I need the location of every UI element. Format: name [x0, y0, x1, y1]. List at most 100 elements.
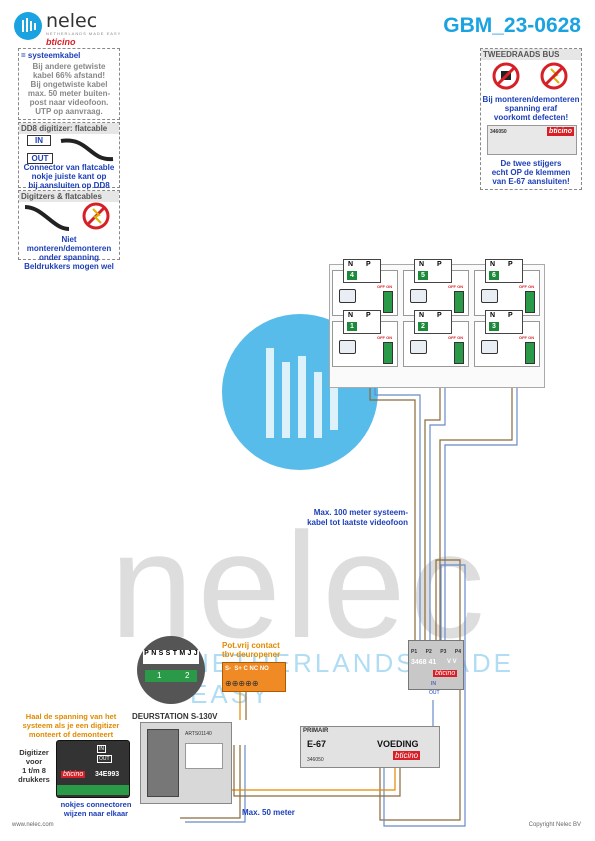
- digitizer-code: 34E993: [95, 771, 120, 778]
- unit-number: 4: [347, 271, 357, 280]
- terminal-block: [383, 291, 393, 313]
- flatcable-icon-2: [24, 205, 70, 231]
- digitizers-line-2: onder spanning: [39, 253, 99, 262]
- psu-voeding: VOEDING: [377, 739, 419, 749]
- splitter-port: P1: [411, 649, 418, 655]
- logo-mark: [14, 12, 42, 40]
- unit-number: 3: [489, 322, 499, 331]
- dd8-line-3: bij aansluiten op DD8: [28, 181, 110, 190]
- footer-left: www.nelec.com: [12, 822, 54, 828]
- switch-label: OFF ON: [448, 335, 464, 340]
- switch-label: OFF ON: [448, 284, 464, 289]
- np-label: N P 1: [343, 310, 381, 334]
- door-conn-1: 1: [157, 671, 162, 680]
- psu-code: 346050: [307, 757, 324, 763]
- door-station-label: DEURSTATION S-130V: [132, 712, 218, 721]
- doc-id: GBM_23-0628: [443, 14, 581, 37]
- warn-line-1: Haal de spanning van het: [25, 712, 117, 721]
- digitizer-brand: bticino: [61, 771, 86, 778]
- digitizer-in: IN: [97, 745, 106, 753]
- psu-primair: PRIMAIR: [303, 728, 329, 734]
- logo-tagline: NETHERLANDS MADE EASY: [46, 31, 122, 36]
- twowire-device-brand: bticino: [547, 127, 574, 136]
- twowire-line-1: Bij monteren/demonteren: [482, 95, 580, 104]
- system-cable-line-1: Bij andere getwiste: [32, 62, 106, 71]
- logo-brand: bticino: [46, 37, 76, 47]
- np-label: N P 6: [485, 259, 523, 283]
- unit-number: 1: [347, 322, 357, 331]
- warn-line-3: monteert of demonteert: [28, 730, 114, 739]
- terminal-block: [383, 342, 393, 364]
- twowire-box: TWEEDRAADS BUS Bij monteren/demonteren s…: [480, 48, 582, 190]
- system-cable-legend: = systeemkabel: [21, 51, 81, 60]
- p-label: P: [437, 312, 442, 319]
- system-cable-line-3: Bij ongetwiste kabel: [30, 80, 108, 89]
- door-terminal: T: [172, 650, 177, 657]
- digitizer-line-4: drukkers: [18, 775, 50, 784]
- p-label: P: [508, 261, 513, 268]
- psu-e67: E-67: [307, 739, 327, 749]
- dd8-out-label: OUT: [27, 153, 53, 164]
- logo-icon: [22, 18, 36, 32]
- dd8-box: DD8 digitizer: flatcable IN OUT Connecto…: [18, 122, 120, 190]
- door-terminal: S: [158, 650, 164, 657]
- switch-label: OFF ON: [519, 335, 535, 340]
- dd8-line-2: nokje juiste kant op: [31, 172, 107, 181]
- twowire-device-code: 346050: [490, 129, 507, 135]
- switch-label: OFF ON: [377, 335, 393, 340]
- p-label: P: [366, 261, 371, 268]
- logo-name: nelec: [46, 10, 98, 32]
- n-label: N: [490, 312, 496, 319]
- p-label: P: [508, 312, 513, 319]
- no-tool-icon: [82, 202, 110, 230]
- n-label: N: [490, 261, 496, 268]
- unit-number: 2: [418, 322, 428, 331]
- splitter-brand: bticino: [433, 670, 458, 677]
- digitizer-line-1: Digitizer: [19, 748, 49, 757]
- n-label: N: [419, 312, 425, 319]
- system-cable-line-4: max. 50 meter buiten-: [27, 89, 111, 98]
- digitizer-out: OUT: [97, 755, 112, 763]
- digitizers-line-1: Niet monteren/demonteren: [26, 235, 112, 253]
- splitter-out: OUT: [429, 690, 440, 696]
- digitizer-line-3: 1 t/m 8: [22, 766, 46, 775]
- twowire-line-6: van E-67 aansluiten!: [492, 177, 570, 186]
- max100-line-1: Max. 100 meter systeem-: [313, 508, 408, 517]
- dd8-title: DD8 digitizer: flatcable: [19, 123, 119, 134]
- nokjes-label: nokjes connectoren wijzen naar elkaar: [56, 800, 136, 818]
- terminal-block: [525, 342, 535, 364]
- no-tool-icon-2: [540, 62, 568, 90]
- door-terminal: P: [144, 650, 149, 657]
- twowire-line-4: De twee stijgers: [500, 159, 562, 168]
- monitor-icon: [339, 289, 356, 303]
- system-cable-line-2: kabel 66% afstand!: [32, 71, 106, 80]
- door-terminal: S: [165, 650, 171, 657]
- door-terminal: J: [187, 650, 192, 657]
- max100-line-2: kabel tot laatste videofoon: [307, 518, 408, 527]
- splitter-code: 3468 41: [411, 659, 437, 666]
- warn-digitizer: Haal de spanning van het systeem als je …: [10, 712, 132, 739]
- p-label: P: [366, 312, 371, 319]
- terminal-block: [454, 342, 464, 364]
- n-label: N: [348, 312, 354, 319]
- nokjes-line-1: nokjes connectoren: [60, 800, 132, 809]
- splitter-port: P4: [454, 649, 461, 655]
- unit-number: 6: [489, 271, 499, 280]
- system-cable-line-5: post naar videofoon.: [29, 98, 109, 107]
- no-plug-icon: [492, 62, 520, 90]
- twowire-line-2: spanning eraf: [504, 104, 558, 113]
- p-label: P: [437, 261, 442, 268]
- dd8-line-1: Connector van flatcable: [23, 163, 115, 172]
- door-station: ARTS01140: [140, 722, 232, 804]
- psu-brand: bticino: [393, 751, 421, 760]
- system-cable-box: = systeemkabel Bij andere getwiste kabel…: [18, 48, 120, 120]
- monitor-icon: [410, 289, 427, 303]
- monitor-icon: [410, 340, 427, 354]
- contact-line-1: Pot.vrij contact: [222, 641, 280, 650]
